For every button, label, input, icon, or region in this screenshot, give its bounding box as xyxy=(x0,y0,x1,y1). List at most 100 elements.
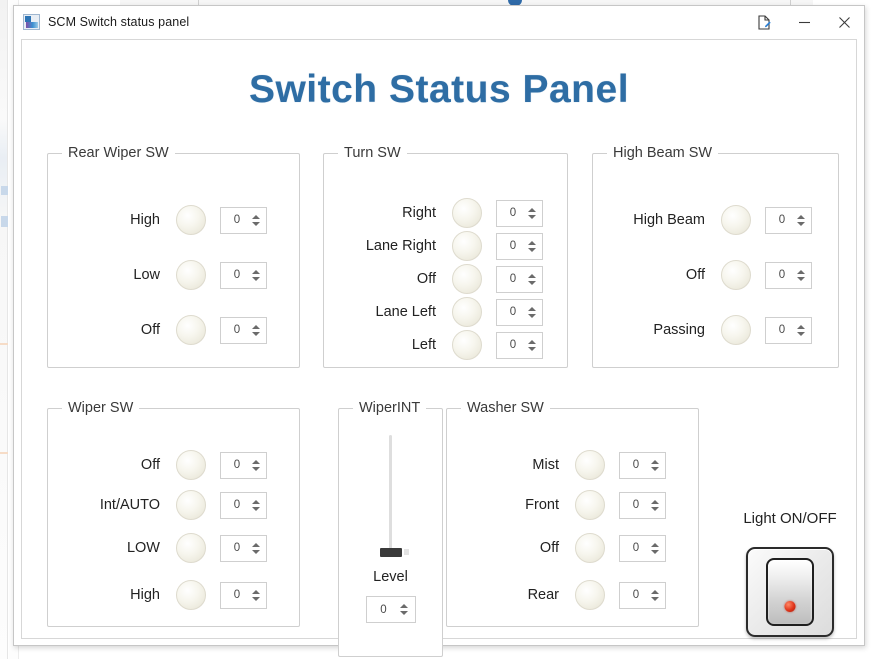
chevron-down-icon[interactable] xyxy=(527,280,536,285)
value-stepper[interactable]: 0 xyxy=(496,331,543,359)
stepper-arrows[interactable] xyxy=(251,453,260,478)
chevron-down-icon[interactable] xyxy=(527,346,536,351)
switch-status-panel-window: SCM Switch status panel xyxy=(13,5,865,657)
chevron-up-icon[interactable] xyxy=(650,499,659,504)
chevron-up-icon[interactable] xyxy=(527,240,536,245)
value-stepper[interactable]: 0 xyxy=(765,316,812,344)
light-rocker-switch[interactable] xyxy=(746,547,834,637)
power-led-icon xyxy=(784,601,796,612)
chevron-up-icon[interactable] xyxy=(400,604,408,608)
chevron-up-icon[interactable] xyxy=(527,306,536,311)
stepper-arrows[interactable] xyxy=(251,318,260,343)
switch-row-washer-mist: Mist 0 xyxy=(447,448,698,482)
stepper-arrows[interactable] xyxy=(796,208,805,233)
chevron-down-icon[interactable] xyxy=(251,596,260,601)
stepper-arrows[interactable] xyxy=(251,536,260,561)
chevron-down-icon[interactable] xyxy=(650,506,659,511)
stepper-arrows[interactable] xyxy=(650,493,659,518)
slider-thumb[interactable] xyxy=(379,548,409,557)
value-stepper[interactable]: 0 xyxy=(496,298,543,326)
value-stepper[interactable]: 0 xyxy=(619,491,666,519)
value-stepper[interactable]: 0 xyxy=(220,261,267,289)
chevron-down-icon[interactable] xyxy=(796,221,805,226)
chevron-up-icon[interactable] xyxy=(251,269,260,274)
chevron-down-icon[interactable] xyxy=(796,331,805,336)
stepper-value: 0 xyxy=(380,603,387,616)
stepper-arrows[interactable] xyxy=(527,267,536,292)
titlebar: SCM Switch status panel xyxy=(14,6,864,38)
value-stepper[interactable]: 0 xyxy=(765,206,812,234)
chevron-up-icon[interactable] xyxy=(796,324,805,329)
level-slider[interactable] xyxy=(379,435,409,557)
chevron-down-icon[interactable] xyxy=(527,313,536,318)
stepper-arrows[interactable] xyxy=(527,201,536,226)
rocker-paddle[interactable] xyxy=(766,558,814,626)
chevron-up-icon[interactable] xyxy=(796,269,805,274)
chevron-up-icon[interactable] xyxy=(527,207,536,212)
switch-label: Low xyxy=(133,267,160,283)
group-washer-sw: Washer SW Mist 0 Front xyxy=(446,400,699,627)
background-tick xyxy=(0,452,8,454)
led-indicator xyxy=(176,490,206,520)
value-stepper[interactable]: 0 xyxy=(220,581,267,609)
chevron-up-icon[interactable] xyxy=(251,542,260,547)
chevron-down-icon[interactable] xyxy=(650,549,659,554)
stepper-value: 0 xyxy=(509,339,517,351)
chevron-up-icon[interactable] xyxy=(650,542,659,547)
value-stepper[interactable]: 0 xyxy=(496,232,543,260)
stepper-arrows[interactable] xyxy=(400,597,409,622)
close-icon[interactable] xyxy=(824,7,864,38)
chevron-up-icon[interactable] xyxy=(251,499,260,504)
chevron-down-icon[interactable] xyxy=(251,331,260,336)
value-stepper[interactable]: 0 xyxy=(220,491,267,519)
chevron-down-icon[interactable] xyxy=(251,221,260,226)
edit-document-icon[interactable] xyxy=(744,7,784,38)
chevron-up-icon[interactable] xyxy=(650,589,659,594)
stepper-arrows[interactable] xyxy=(251,263,260,288)
stepper-arrows[interactable] xyxy=(650,453,659,478)
stepper-arrows[interactable] xyxy=(527,234,536,259)
chevron-down-icon[interactable] xyxy=(400,611,408,615)
value-stepper[interactable]: 0 xyxy=(220,534,267,562)
chevron-up-icon[interactable] xyxy=(251,324,260,329)
chevron-down-icon[interactable] xyxy=(251,506,260,511)
chevron-up-icon[interactable] xyxy=(527,339,536,344)
stepper-arrows[interactable] xyxy=(650,583,659,608)
stepper-arrows[interactable] xyxy=(796,318,805,343)
chevron-up-icon[interactable] xyxy=(796,214,805,219)
value-stepper[interactable]: 0 xyxy=(619,534,666,562)
value-stepper[interactable]: 0 xyxy=(496,265,543,293)
value-stepper[interactable]: 0 xyxy=(496,199,543,227)
value-stepper[interactable]: 0 xyxy=(619,581,666,609)
chevron-down-icon[interactable] xyxy=(527,247,536,252)
led-indicator xyxy=(176,205,206,235)
chevron-down-icon[interactable] xyxy=(251,466,260,471)
value-stepper[interactable]: 0 xyxy=(765,261,812,289)
stepper-arrows[interactable] xyxy=(527,333,536,358)
chevron-down-icon[interactable] xyxy=(650,596,659,601)
chevron-up-icon[interactable] xyxy=(251,214,260,219)
stepper-arrows[interactable] xyxy=(251,208,260,233)
stepper-arrows[interactable] xyxy=(650,536,659,561)
chevron-down-icon[interactable] xyxy=(527,214,536,219)
chevron-up-icon[interactable] xyxy=(251,589,260,594)
value-stepper[interactable]: 0 xyxy=(619,451,666,479)
stepper-arrows[interactable] xyxy=(796,263,805,288)
stepper-arrows[interactable] xyxy=(527,300,536,325)
value-stepper[interactable]: 0 xyxy=(220,451,267,479)
chevron-up-icon[interactable] xyxy=(251,459,260,464)
chevron-down-icon[interactable] xyxy=(650,466,659,471)
chevron-down-icon[interactable] xyxy=(251,276,260,281)
value-stepper[interactable]: 0 xyxy=(220,316,267,344)
chevron-up-icon[interactable] xyxy=(650,459,659,464)
stepper-arrows[interactable] xyxy=(251,493,260,518)
value-stepper[interactable]: 0 xyxy=(220,206,267,234)
chevron-down-icon[interactable] xyxy=(251,549,260,554)
chevron-up-icon[interactable] xyxy=(527,273,536,278)
level-stepper[interactable]: 0 xyxy=(365,596,416,623)
chevron-down-icon[interactable] xyxy=(796,276,805,281)
switch-row-washer-off: Off 0 xyxy=(447,531,698,565)
background-divider xyxy=(198,0,199,9)
minimize-icon[interactable] xyxy=(784,7,824,38)
stepper-arrows[interactable] xyxy=(251,583,260,608)
